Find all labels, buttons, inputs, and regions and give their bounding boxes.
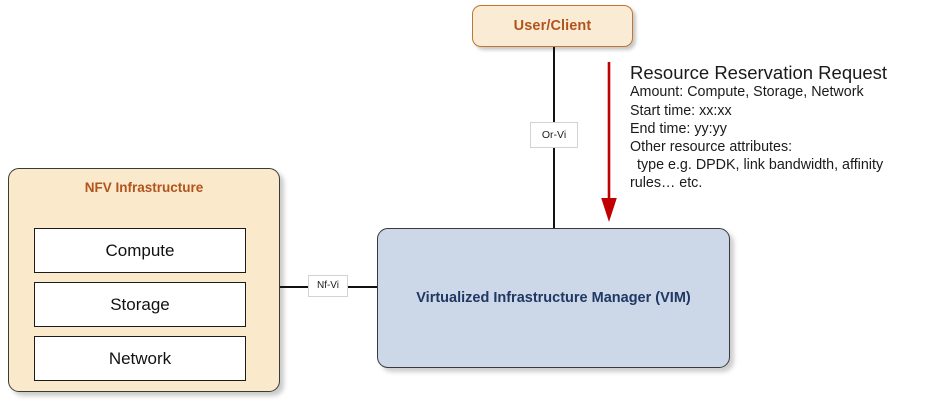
annotation-line-start-time: Start time: xx:xx xyxy=(630,102,732,119)
interface-label-nf-vi: Nf-Vi xyxy=(308,275,348,297)
interface-label-or-vi-text: Or-Vi xyxy=(541,128,567,141)
resource-box-storage[interactable]: Storage xyxy=(34,282,246,327)
resource-box-storage-label: Storage xyxy=(110,294,170,314)
annotation-line-other-attributes: Other resource attributes: xyxy=(630,138,793,155)
annotation-line-end-time: End time: yy:yy xyxy=(630,120,727,137)
node-nfv-infrastructure-title: NFV Infrastructure xyxy=(84,180,204,195)
node-user-client[interactable]: User/Client xyxy=(472,5,633,47)
resource-reservation-request-arrow-icon xyxy=(601,62,617,222)
resource-box-compute-label: Compute xyxy=(105,240,175,260)
interface-label-nf-vi-text: Nf-Vi xyxy=(316,280,340,291)
annotation-title: Resource Reservation Request xyxy=(630,62,888,83)
annotation-line-rules-etc: rules… etc. xyxy=(630,175,703,192)
annotation-line-attribute-examples: type e.g. DPDK, link bandwidth, affinity xyxy=(637,157,884,174)
node-vim[interactable]: Virtualized Infrastructure Manager (VIM) xyxy=(377,228,730,368)
annotation-line-amount: Amount: Compute, Storage, Network xyxy=(630,84,864,101)
node-vim-label: Virtualized Infrastructure Manager (VIM) xyxy=(416,290,691,306)
resource-box-network[interactable]: Network xyxy=(34,336,246,381)
resource-box-network-label: Network xyxy=(108,348,172,368)
node-nfv-infrastructure[interactable]: NFV Infrastructure Compute Storage Netwo… xyxy=(8,168,280,392)
resource-reservation-request-annotation: Resource Reservation Request Amount: Com… xyxy=(630,62,940,192)
resource-box-compute[interactable]: Compute xyxy=(34,228,246,273)
interface-label-or-vi: Or-Vi xyxy=(530,122,578,148)
node-user-client-label: User/Client xyxy=(513,18,592,34)
